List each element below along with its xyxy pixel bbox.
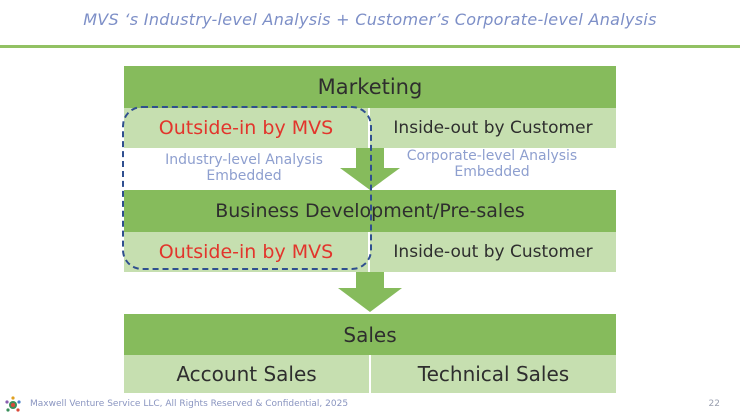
technical-sales-cell: Technical Sales [371,355,616,393]
industry-analysis-label: Industry-level Analysis Embedded [138,152,350,184]
title-divider [0,45,740,48]
slide-title: MVS ‘s Industry-level Analysis + Custome… [83,10,657,29]
marketing-outside-in-cell: Outside-in by MVS [124,108,368,148]
bd-outside-in-cell: Outside-in by MVS [124,232,368,272]
industry-analysis-line1: Industry-level Analysis [165,152,323,168]
account-sales-cell: Account Sales [124,355,369,393]
marketing-header: Marketing [124,66,616,108]
page-number: 22 [708,399,720,409]
marketing-inside-out-cell: Inside-out by Customer [370,108,616,148]
corporate-analysis-line1: Corporate-level Analysis [406,148,578,164]
footer-copyright: Maxwell Venture Service LLC, All Rights … [30,399,349,409]
mvs-dashed-highlight [122,106,372,270]
bd-inside-out-cell: Inside-out by Customer [370,232,616,272]
arrow-down-icon [338,272,402,312]
sales-header: Sales [124,314,616,355]
company-logo-icon [5,396,21,412]
corporate-analysis-line2: Embedded [454,164,530,180]
industry-analysis-line2: Embedded [206,168,282,184]
corporate-analysis-label: Corporate-level Analysis Embedded [386,148,598,180]
